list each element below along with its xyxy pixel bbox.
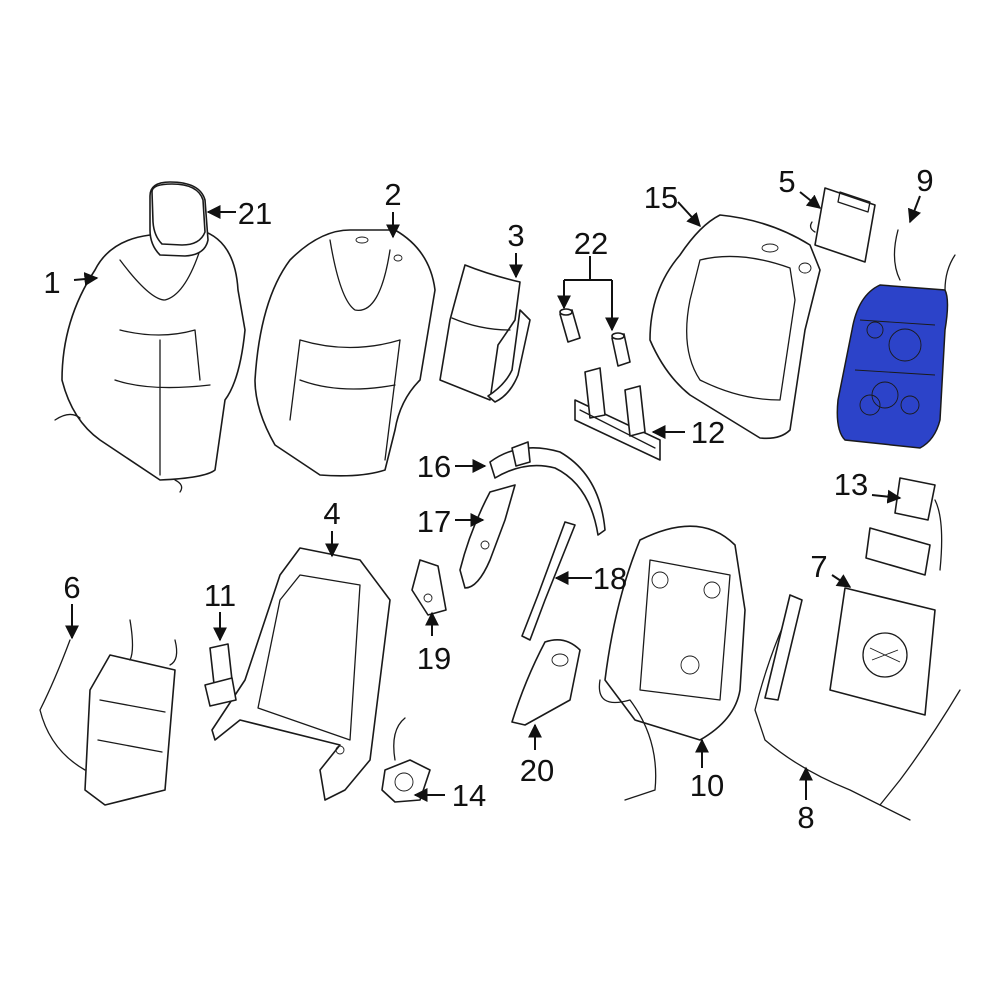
part-12-bracket[interactable] <box>574 367 661 461</box>
part-7-housing[interactable] <box>829 587 936 716</box>
callout-22: 22 <box>574 226 608 261</box>
callout-20: 20 <box>520 753 554 788</box>
part-5-module[interactable] <box>809 187 876 263</box>
leader-22 <box>563 256 613 328</box>
callout-14: 14 <box>452 778 486 813</box>
leader-13 <box>871 489 902 504</box>
callout-21: 21 <box>238 196 272 231</box>
leader-5 <box>799 191 822 209</box>
callout-12: 12 <box>691 415 725 450</box>
callout-5: 5 <box>778 164 795 199</box>
part-3-side-pad[interactable] <box>439 264 531 403</box>
part-20-cover[interactable] <box>511 639 581 726</box>
callout-17: 17 <box>417 504 451 539</box>
leader-7 <box>831 574 852 588</box>
callout-6: 6 <box>63 570 80 605</box>
callout-16: 16 <box>417 449 451 484</box>
callout-8: 8 <box>797 800 814 835</box>
callout-3: 3 <box>507 218 524 253</box>
part-9-lumbar-support[interactable] <box>836 229 956 449</box>
callout-10: 10 <box>690 768 724 803</box>
callout-18: 18 <box>593 561 627 596</box>
part-18-rod[interactable] <box>521 521 576 641</box>
part-19-bracket[interactable] <box>411 559 447 616</box>
part-22-clips[interactable] <box>559 308 631 367</box>
callout-9: 9 <box>916 163 933 198</box>
part-21-headrest[interactable] <box>151 183 206 246</box>
part-4-seat-back-frame[interactable] <box>211 547 391 801</box>
part-11-latch[interactable] <box>204 643 237 707</box>
part-1-seat-back-cover[interactable] <box>54 181 246 493</box>
part-15-back-panel[interactable] <box>649 214 821 440</box>
leader-9 <box>907 195 922 224</box>
part-8-wire-frame[interactable] <box>754 594 961 821</box>
callout-11: 11 <box>204 578 236 613</box>
part-13-switch[interactable] <box>865 477 943 576</box>
callout-19: 19 <box>417 641 451 676</box>
callout-13: 13 <box>834 467 868 502</box>
callout-7: 7 <box>810 549 827 584</box>
part-14-bezel[interactable] <box>381 717 431 803</box>
part-17-plate[interactable] <box>459 484 516 589</box>
callouts: 1 2 3 4 5 6 7 8 9 10 11 12 13 14 15 16 1… <box>43 163 933 835</box>
leader-1 <box>73 272 99 287</box>
part-2-seat-back-pad[interactable] <box>254 229 436 477</box>
part-10-mat[interactable] <box>598 525 746 801</box>
part-16-upper-tube[interactable] <box>489 441 606 536</box>
callout-15: 15 <box>644 180 678 215</box>
callout-1: 1 <box>43 265 60 300</box>
callout-4: 4 <box>323 496 340 531</box>
part-6-harness[interactable] <box>39 619 178 806</box>
leader-15 <box>677 201 701 228</box>
callout-2: 2 <box>384 177 401 212</box>
leader-lines <box>65 191 922 802</box>
